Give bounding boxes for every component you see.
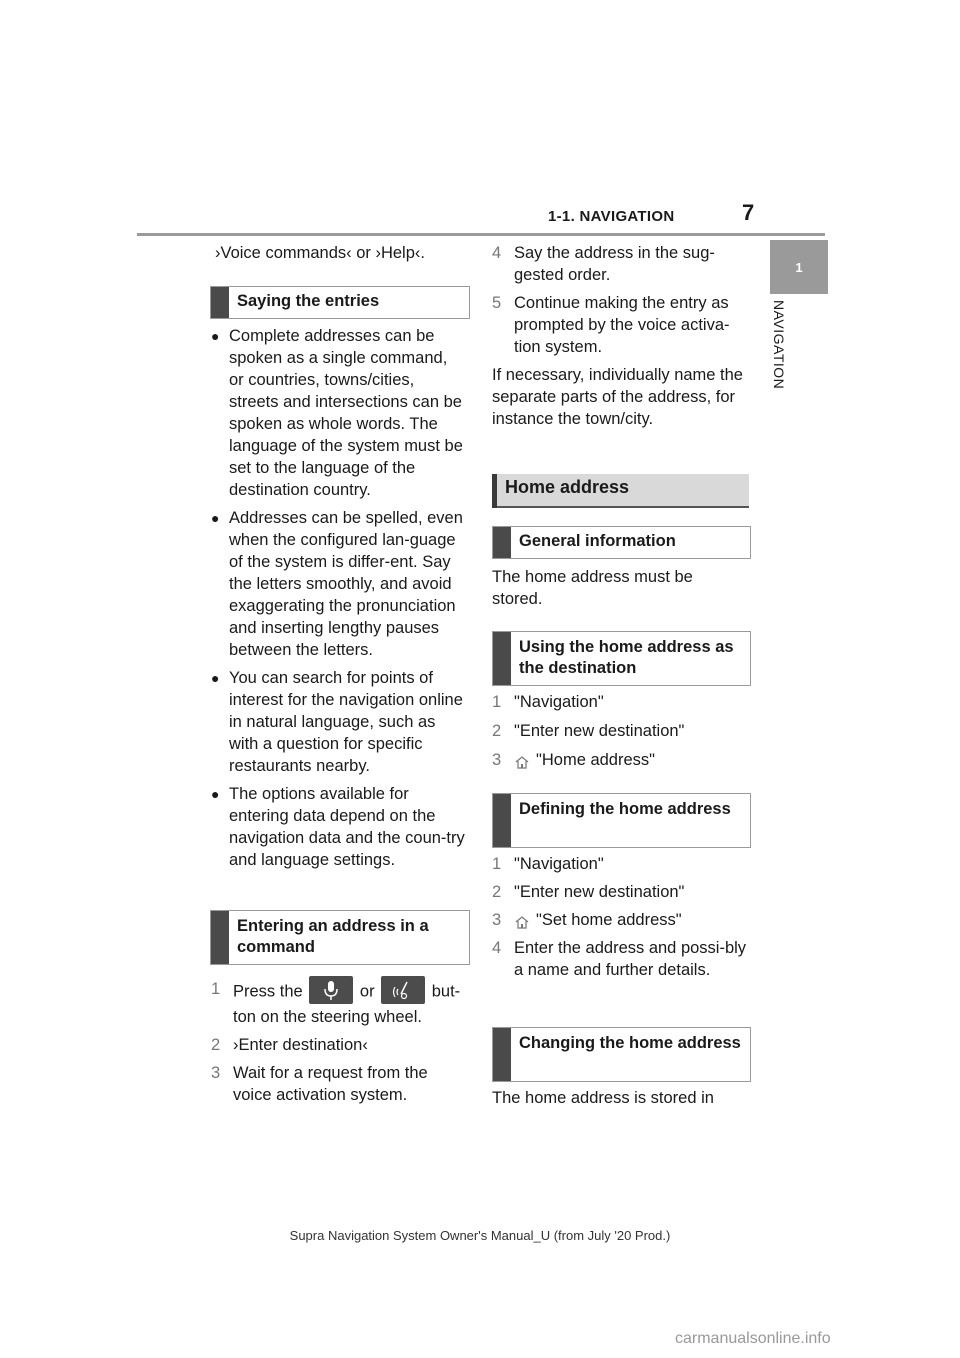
- list-item-text: Complete addresses can be spoken as a si…: [229, 327, 463, 499]
- step-number: 1: [211, 980, 221, 998]
- general-text: The home address must be stored.: [492, 568, 693, 608]
- changing-text-block: The home address is stored in: [492, 1087, 750, 1109]
- step-text: "Set home address": [536, 911, 682, 929]
- step-text: "Home address": [536, 751, 656, 769]
- page-footer: Supra Navigation System Owner's Manual_U…: [289, 1228, 671, 1243]
- bullet-icon: ●: [211, 328, 220, 344]
- step-number: 4: [492, 244, 502, 262]
- subheading-text: Changing the home address: [519, 1034, 741, 1052]
- changing-text: The home address is stored in: [492, 1089, 714, 1107]
- step-text: Press the: [233, 982, 303, 1001]
- heading-bar: [211, 287, 229, 318]
- step-text: ›Enter destination‹: [233, 1036, 368, 1054]
- general-text-block: The home address must be stored.: [492, 566, 732, 610]
- step-text: Enter the address and possi-bly a name a…: [514, 939, 747, 979]
- using-steps: 1 "Navigation" 2 "Enter new destination" 3…: [492, 691, 750, 771]
- intro-text: ›Voice commands‹ or ›Help‹.: [215, 244, 425, 262]
- bullet-icon: ●: [211, 786, 220, 802]
- subheading-text: Saying the entries: [237, 292, 380, 310]
- bullet-icon: ●: [211, 670, 220, 686]
- step-text: "Navigation": [514, 693, 604, 711]
- subheading-text: Entering an address in a command: [237, 917, 429, 956]
- microphone-icon: [309, 976, 354, 1004]
- step-text: Say the address in the sug-gested order.: [514, 244, 715, 284]
- step-number: 2: [211, 1036, 221, 1054]
- step-item: 2 "Enter new destination": [492, 720, 750, 742]
- subheading-defining-home: Defining the home address: [492, 793, 751, 848]
- step-text: Wait for a request from the voice activa…: [233, 1064, 428, 1104]
- list-item: ● The options available for entering data…: [211, 783, 465, 871]
- steps-list: 1 Press the or but-ton on the steering wh…: [211, 976, 467, 1106]
- chapter-label-text: NAVIGATION: [771, 300, 787, 390]
- bullet-icon: ●: [211, 510, 220, 526]
- step-text: but-ton on the steering wheel.: [233, 982, 461, 1026]
- step-item: 1 "Navigation": [492, 691, 750, 713]
- subheading-text: Defining the home address: [519, 800, 731, 818]
- step-item: 5 Continue making the entry as prompted b…: [492, 292, 750, 358]
- step-item: 2 ›Enter destination‹: [211, 1034, 467, 1056]
- subheading-text: General information: [519, 532, 676, 550]
- home-icon: [514, 913, 530, 929]
- section-title: 1-1. NAVIGATION: [548, 208, 675, 225]
- voice-command-icon: [381, 976, 426, 1004]
- step-number: 3: [492, 911, 502, 929]
- heading-bar: [493, 632, 511, 685]
- step-item: 3 "Set home address": [492, 909, 750, 931]
- subheading-entering-address: Entering an address in a command: [210, 910, 470, 965]
- heading-home-address: Home address: [492, 474, 749, 508]
- heading-text: Home address: [505, 477, 630, 497]
- step-number: 2: [492, 883, 502, 901]
- step-text: "Enter new destination": [514, 883, 685, 901]
- list-item-text: Addresses can be spelled, even when the …: [229, 509, 463, 659]
- chapter-label: NAVIGATION: [771, 300, 791, 410]
- list-item: ● You can search for points of interest f…: [211, 667, 465, 777]
- heading-bar: [492, 474, 497, 508]
- step-text: or: [359, 982, 375, 1001]
- subheading-changing-home: Changing the home address: [492, 1027, 751, 1082]
- subheading-general-info: General information: [492, 526, 751, 559]
- heading-bar: [493, 794, 511, 847]
- step-number: 4: [492, 939, 502, 957]
- heading-bar: [211, 911, 229, 964]
- list-item-text: You can search for points of interest fo…: [229, 669, 463, 775]
- list-item: ● Complete addresses can be spoken as a s…: [211, 325, 465, 501]
- step-number: 3: [211, 1064, 221, 1082]
- left-column: ›Voice commands‹ or ›Help‹.: [211, 242, 471, 264]
- chapter-tab: 1: [770, 240, 828, 294]
- heading-bar: [493, 1028, 511, 1081]
- step-item: 2 "Enter new destination": [492, 881, 750, 903]
- right-column: 4 Say the address in the sug-gested order…: [492, 242, 750, 430]
- step-item: 1 Press the or but-ton on the steering wh…: [211, 976, 467, 1028]
- step-number: 1: [492, 855, 502, 873]
- step-text: "Navigation": [514, 855, 604, 873]
- note-text: If necessary, individually name the sepa…: [492, 366, 743, 428]
- bullet-list: ● Complete addresses can be spoken as a s…: [211, 325, 465, 871]
- home-icon: [514, 753, 530, 769]
- header-rule: [137, 233, 825, 236]
- step-number: 5: [492, 294, 502, 312]
- step-text: "Enter new destination": [514, 722, 685, 740]
- defining-steps: 1 "Navigation" 2 "Enter new destination" 3…: [492, 853, 750, 981]
- step-text: Continue making the entry as prompted by…: [514, 294, 730, 356]
- watermark: carmanualsonline.info: [675, 1330, 831, 1347]
- subheading-saying-entries: Saying the entries: [210, 286, 470, 319]
- subheading-text: Using the home address as the destinatio…: [519, 638, 734, 677]
- step-item: 3 Wait for a request from the voice activ…: [211, 1062, 467, 1106]
- step-item: 3 "Home address": [492, 749, 750, 771]
- list-item-text: The options available for entering data …: [229, 785, 465, 869]
- chapter-number: 1: [795, 259, 803, 275]
- heading-bar: [493, 527, 511, 558]
- step-item: 4 Say the address in the sug-gested order…: [492, 242, 750, 286]
- list-item: ● Addresses can be spelled, even when the…: [211, 507, 465, 661]
- step-number: 3: [492, 751, 502, 769]
- step-item: 4 Enter the address and possi-bly a name …: [492, 937, 750, 981]
- step-item: 1 "Navigation": [492, 853, 750, 875]
- page-number: 7: [742, 200, 755, 225]
- subheading-using-home: Using the home address as the destinatio…: [492, 631, 751, 686]
- step-number: 1: [492, 693, 502, 711]
- step-number: 2: [492, 722, 502, 740]
